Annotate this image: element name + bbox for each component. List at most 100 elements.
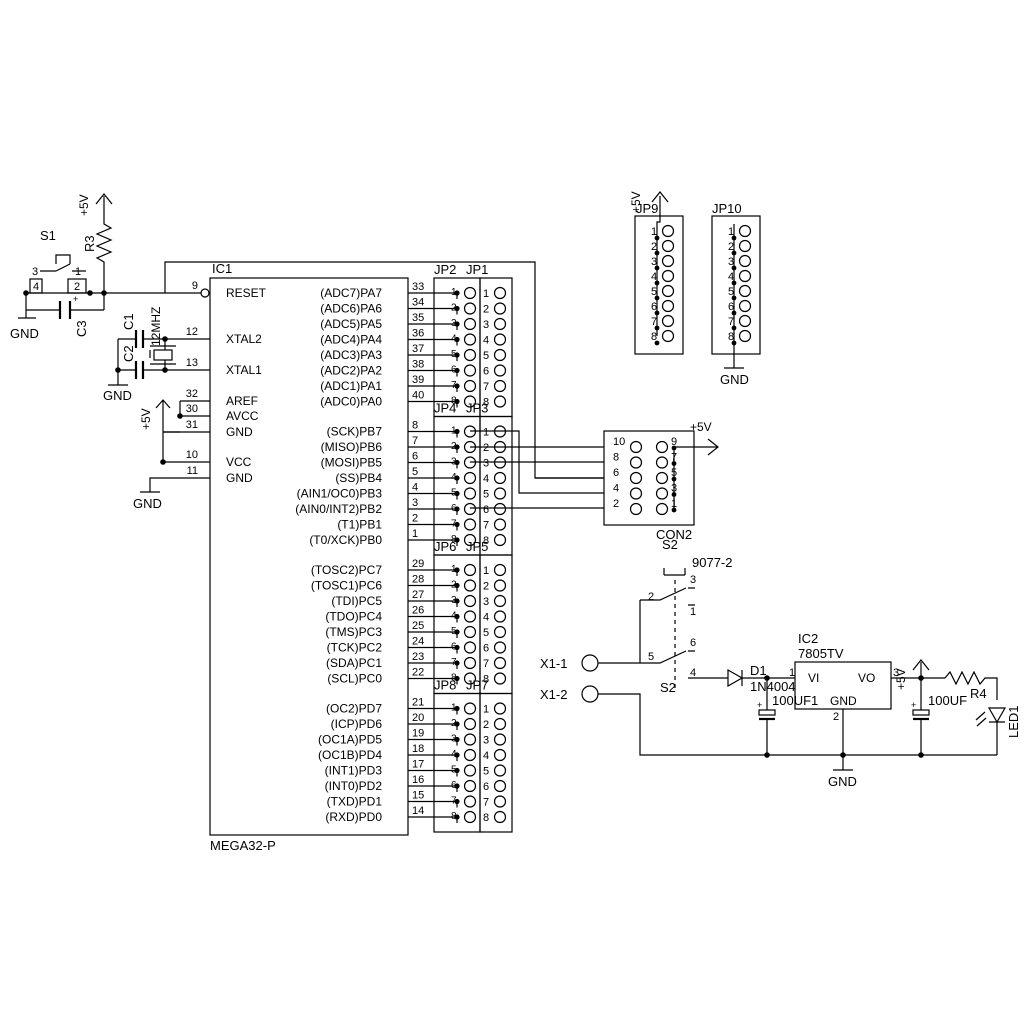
- ic1-pin-name: (SCL)PC0: [327, 672, 382, 686]
- header-pin-number: 3: [483, 596, 489, 608]
- header-pin-number: 7: [483, 658, 489, 670]
- header-pin-number: 5: [483, 489, 489, 501]
- s2-pin-5: 5: [648, 651, 654, 663]
- ic1-pin-number: 16: [412, 774, 424, 786]
- s1-pin-2: 2: [74, 281, 80, 293]
- ic1-pin-number: 37: [412, 343, 424, 355]
- ic1-pin-number: 27: [412, 589, 424, 601]
- isp-pad: [655, 502, 669, 516]
- ic1-pin-name: (TDI)PC5: [331, 594, 382, 608]
- ic1-pin-number: 17: [412, 759, 424, 771]
- header-pad: [463, 672, 477, 685]
- header-pin-number: 6: [728, 301, 734, 313]
- header-pin-number: 7: [451, 519, 457, 530]
- ic1-pin-number: 32: [186, 388, 198, 400]
- r3-supply-arrow: [95, 193, 113, 205]
- ic1-pin-number: 19: [412, 728, 424, 740]
- ic1-pin-name: (INT0)PD2: [325, 779, 383, 793]
- header-pin-number: 3: [483, 458, 489, 470]
- crystal-circuit: C1 C2 12MHZ GND: [103, 307, 176, 403]
- ic1-pin-number: 39: [412, 374, 424, 386]
- header-pin-number: 2: [483, 581, 489, 593]
- header-pin-number: 1: [451, 426, 457, 437]
- ic1-pin-name: (ADC5)PA5: [320, 317, 382, 331]
- x1-1-label: X1-1: [540, 656, 567, 671]
- x1-1-terminal: [581, 654, 599, 672]
- header-pin-number: 5: [451, 349, 457, 360]
- header-pad: [463, 533, 477, 547]
- header-pad: [493, 672, 507, 685]
- header-pin-number: 6: [483, 366, 489, 378]
- header-pad: [463, 810, 477, 824]
- header-pin-number: 3: [451, 457, 457, 468]
- c1-label: C1: [121, 313, 136, 330]
- header-pin-number: 6: [483, 781, 489, 793]
- s1-pin-1: 1: [75, 266, 81, 278]
- isp-pad: [629, 471, 643, 485]
- x1-2-terminal: [581, 685, 599, 703]
- header-pin-number: 1: [451, 564, 457, 575]
- header-pad: [493, 764, 507, 777]
- header-pad: [493, 610, 507, 623]
- gnd-label-ic1: GND: [133, 496, 162, 511]
- header-pin-number: 5: [451, 626, 457, 637]
- isp-pad: [629, 440, 643, 454]
- ic1-pin-number: 18: [412, 743, 424, 755]
- input-wires: [598, 662, 997, 756]
- ic1-pin-number: 26: [412, 605, 424, 617]
- reset-circuit: S1 3 4 1 2 + C3 GND R3 +5V: [10, 193, 604, 479]
- header-pin-number: 8: [728, 331, 734, 343]
- ic2-vo: VO: [858, 671, 875, 685]
- header-ref-left: JP4: [434, 401, 456, 416]
- header-pad: [738, 224, 752, 238]
- header-pad: [463, 364, 477, 377]
- ic1-pin-number: 21: [412, 697, 424, 709]
- header-pad: [463, 302, 477, 315]
- header-pad: [738, 254, 752, 268]
- header-pin-number: 2: [728, 241, 734, 253]
- header-pad: [463, 379, 477, 393]
- header-pad: [493, 810, 507, 824]
- header-pad: [463, 733, 477, 746]
- ic1-pin-name: (RXD)PD0: [325, 810, 382, 824]
- header-pin-number: 2: [483, 442, 489, 454]
- header-pad: [661, 329, 675, 343]
- header-pin-number: 6: [451, 365, 457, 376]
- ic1-pin-name: RESET: [226, 286, 267, 300]
- header-pad: [463, 395, 477, 408]
- led1-symbol: [987, 707, 1007, 724]
- isp-pad: [655, 471, 669, 485]
- header-pad: [493, 379, 507, 393]
- header-pin-number: 5: [483, 766, 489, 778]
- jp10-gnd-label: GND: [720, 372, 749, 387]
- header-pin-number: 4: [483, 612, 489, 624]
- header-pin-number: 1: [451, 287, 457, 298]
- header-pin-number: 8: [483, 812, 489, 824]
- header-ref-right: JP3: [466, 401, 488, 416]
- ic1-pin-number: 22: [412, 667, 424, 679]
- header-pad: [661, 284, 675, 298]
- header-pin-number: 6: [483, 504, 489, 516]
- gnd-label-ps: GND: [828, 774, 857, 789]
- header-pad: [463, 579, 477, 592]
- header-pad: [493, 487, 507, 500]
- header-pad: [463, 748, 477, 762]
- header-pin-number: 5: [728, 286, 734, 298]
- isp-ref: CON2: [656, 527, 692, 542]
- s2-pin-2: 2: [648, 591, 654, 603]
- ic1-pin-number: 35: [412, 312, 424, 324]
- jp10-ref: JP10: [712, 201, 742, 216]
- header-pin-number: 7: [651, 316, 657, 328]
- ic1-pin-number: 29: [412, 558, 424, 570]
- c3-label: C3: [74, 320, 89, 337]
- header-pin-number: 4: [651, 271, 657, 283]
- s1-switch-symbol: [40, 254, 86, 272]
- isp-supply-label: +5V: [690, 420, 712, 434]
- header-pin-number: 4: [451, 611, 457, 622]
- svg-text:+: +: [911, 700, 916, 710]
- header-pad: [661, 254, 675, 268]
- header-pad: [493, 625, 507, 639]
- r3-supply-label: +5V: [77, 194, 91, 216]
